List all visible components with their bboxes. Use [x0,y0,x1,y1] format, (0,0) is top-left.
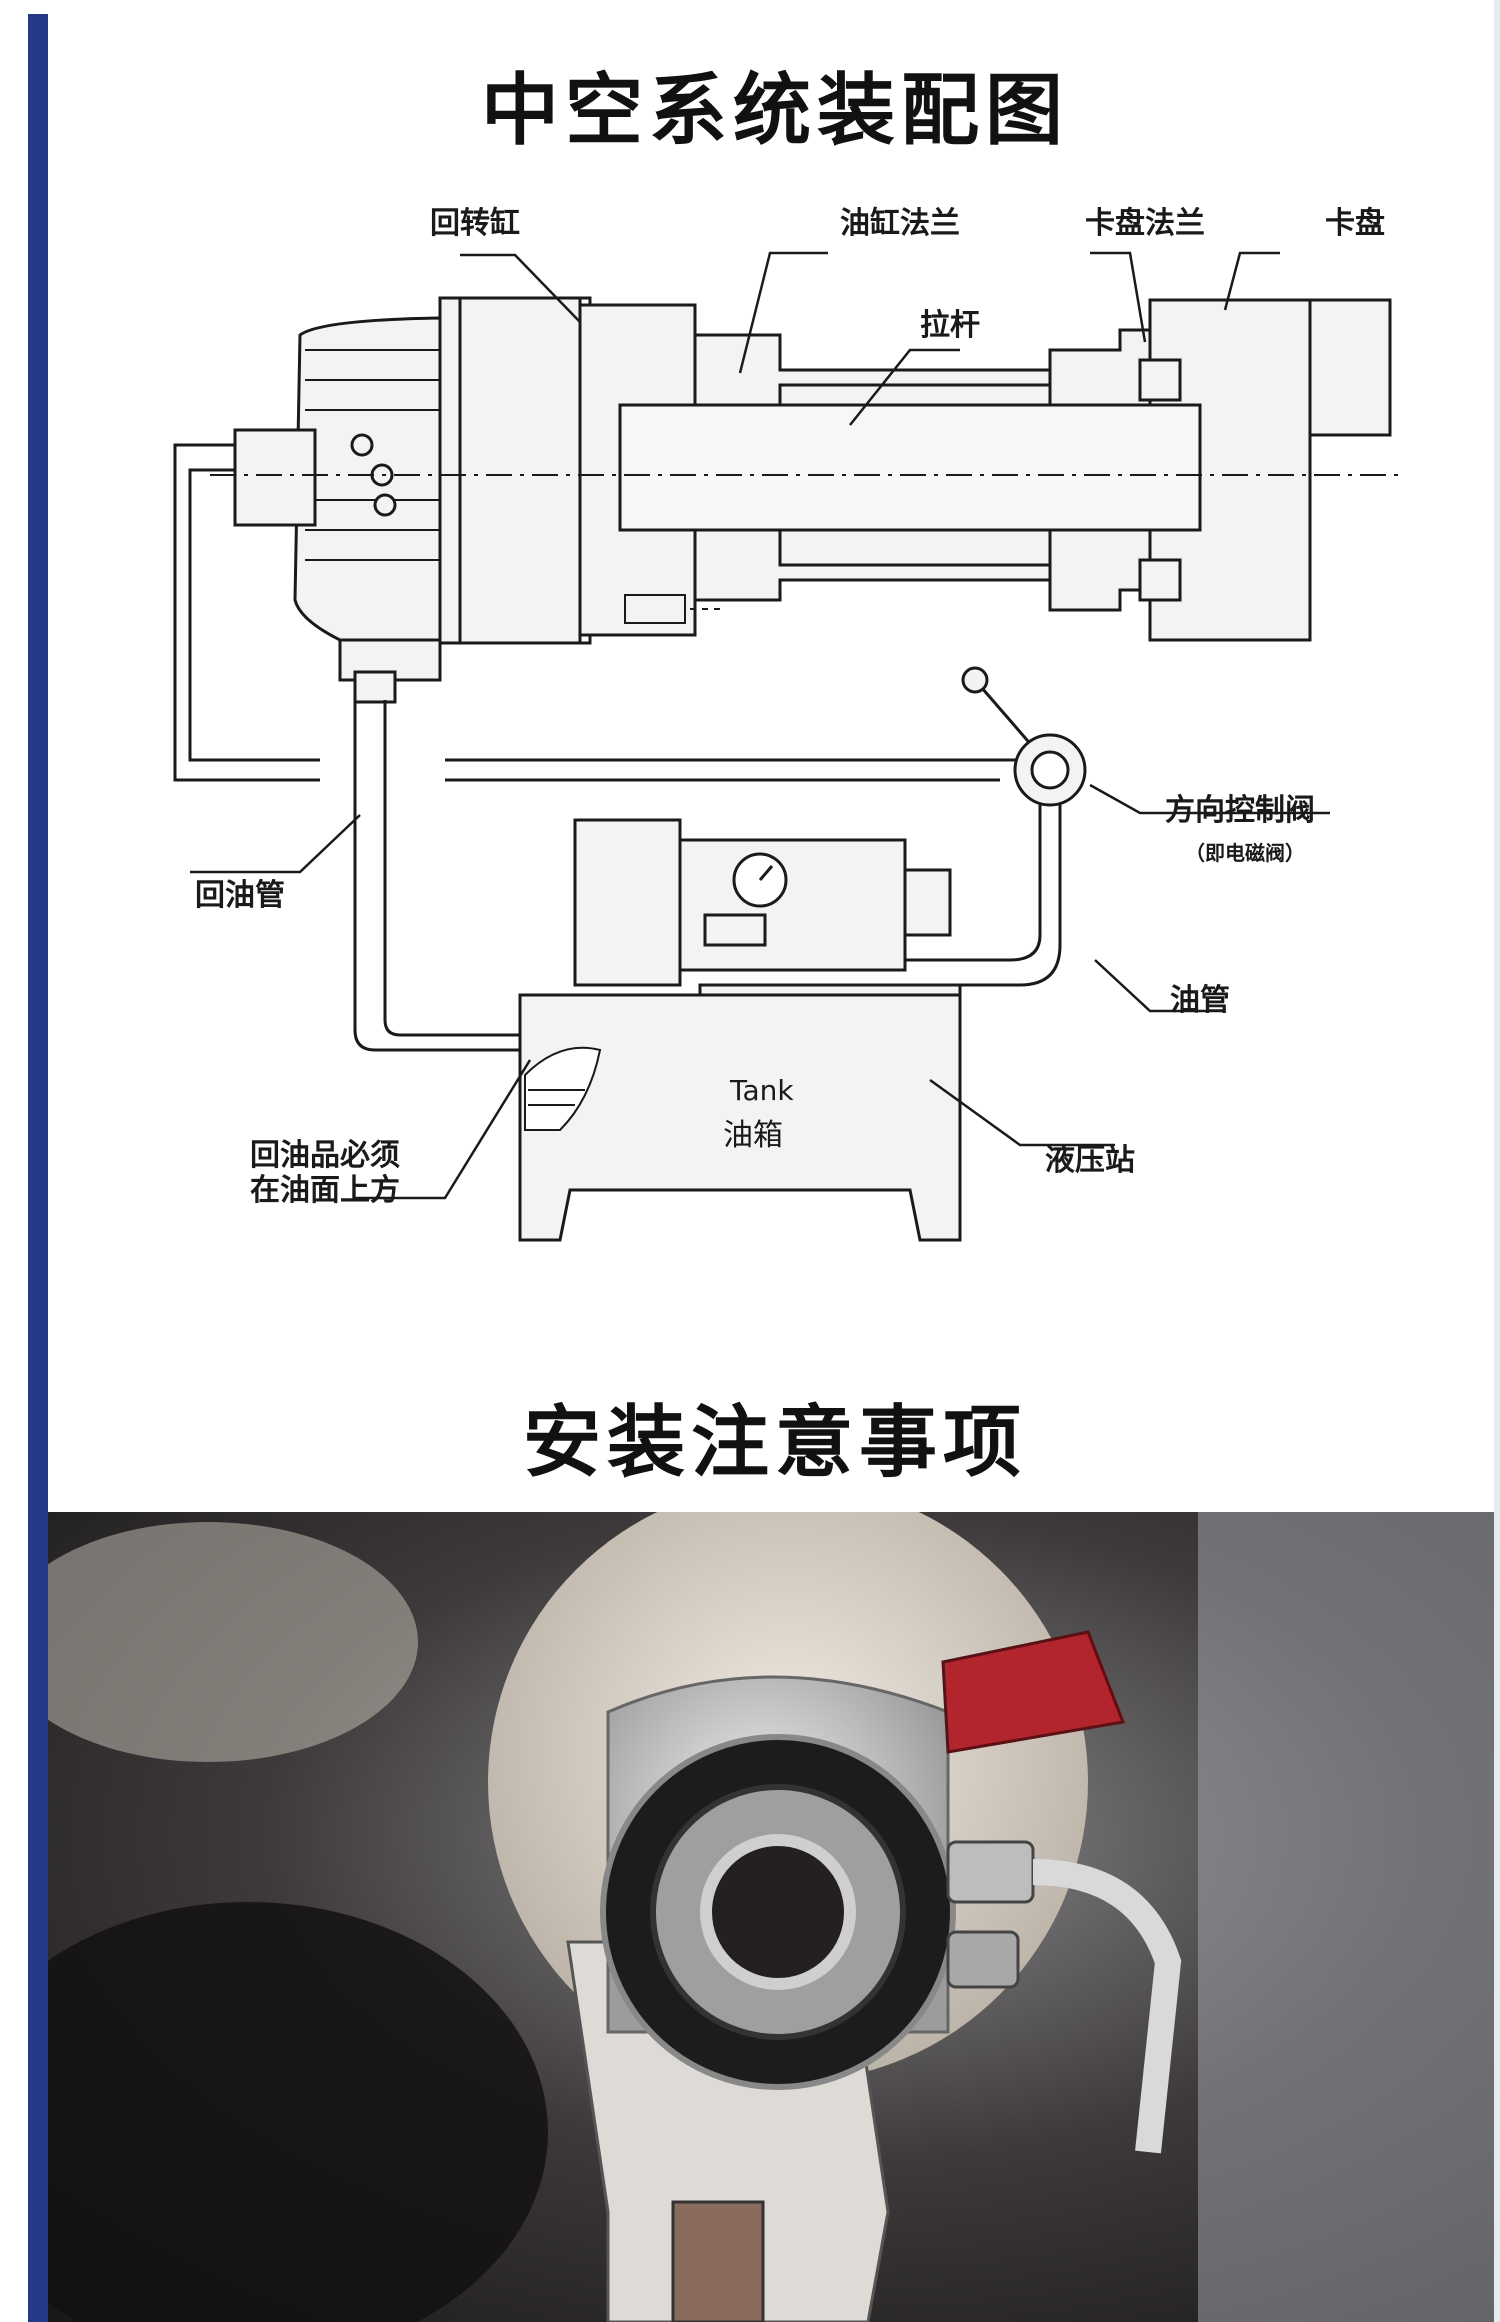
pump-housing [678,838,907,972]
label-return-note-line2: 在油面上方 [250,1173,400,1208]
return-nipple [353,670,397,704]
tank-body [518,993,962,1242]
cylinder-fins [305,349,440,561]
hydraulic-lines [173,443,1020,782]
rotary-cylinder-body [293,316,442,642]
pull-rod [618,403,1202,532]
label-direction-valve-note: （即电磁阀） [1185,841,1305,865]
gauge-needle [758,865,774,881]
label-hydraulic-station: 液压站 [1045,1143,1135,1178]
label-direction-valve: 方向控制阀 [1165,793,1315,828]
motor-end [903,868,952,937]
joint-bore [700,1834,856,1990]
assembly-title: 中空系统装配图 [480,66,1069,156]
drain-hose [671,2200,765,2322]
left-accent-bar [28,14,48,2322]
installation-photo [48,1512,1494,2322]
hollow-system-assembly-diagram: 回转缸 油缸法兰 卡盘法兰 卡盘 拉杆 方向控制阀 （即电磁阀） 回油管 油管 … [173,206,1400,1242]
joint-port-bottom [373,493,397,517]
label-chuck-flange: 卡盘法兰 [1085,206,1205,241]
label-oil-pipe: 油管 [1170,983,1230,1018]
hose-fitting [946,1840,1035,1904]
red-valve-block [941,1630,1126,1754]
return-pipe [353,700,520,1052]
rotary-joint [233,428,317,527]
label-return-note-line1: 回油品必须 [250,1138,400,1173]
chuck-bolt-top [1138,358,1182,402]
label-tank-en: Tank [729,1074,794,1107]
right-edge-strip [1494,0,1500,2322]
oil-level [524,1046,602,1131]
label-return-pipe: 回油管 [195,878,285,913]
hose [1032,1859,1182,2154]
base-bolt [624,594,686,624]
label-chuck: 卡盘 [1325,206,1385,241]
label-rotary-cylinder: 回转缸 [430,206,520,241]
rotary-cylinder-housing [438,296,582,645]
label-tank-cn: 油箱 [723,1118,783,1153]
oil-pipe-line [710,805,1042,962]
valve-block [703,913,767,947]
joint-port-top [350,433,374,457]
installation-notes-title: 安装注意事项 [522,1398,1027,1488]
chuck-jaw [1308,298,1392,437]
label-pull-rod: 拉杆 [920,308,980,343]
chuck-bolt-bottom [1138,558,1182,602]
leader-lines [190,251,1330,1200]
motor [573,818,682,987]
valve-lever-knob [961,666,989,694]
label-cylinder-flange: 油缸法兰 [840,206,960,241]
